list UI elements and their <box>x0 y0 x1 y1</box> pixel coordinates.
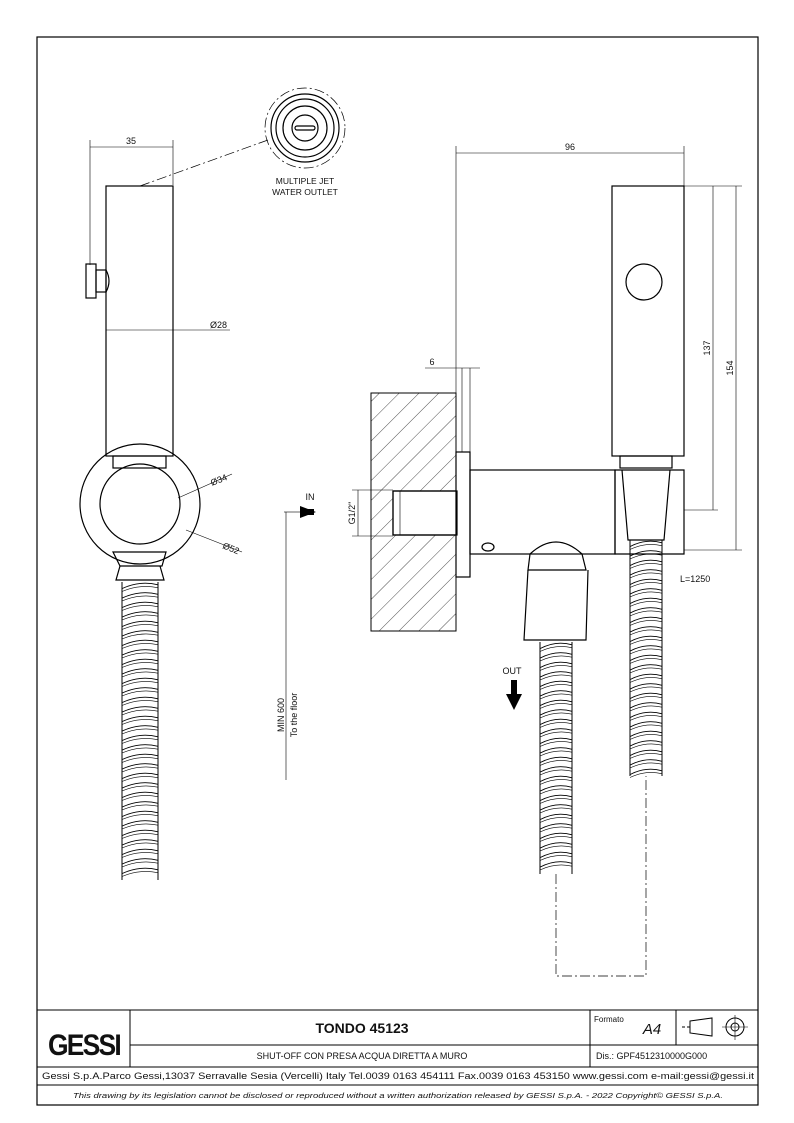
dim-52: Ø52 <box>221 541 241 557</box>
copyright-disclaimer: This drawing by its legislation cannot b… <box>73 1091 723 1100</box>
inlet-marker <box>284 506 316 780</box>
hose-handle <box>629 540 663 778</box>
title-block-text: GESSI TONDO 45123 SHUT-OFF CON PRESA ACQ… <box>42 1015 755 1100</box>
drawing-number: Dis.: GPF4512310000G000 <box>596 1051 707 1061</box>
gessi-logo: GESSI <box>48 1029 121 1062</box>
formato-label: Formato <box>594 1015 624 1024</box>
outlet-marker <box>506 680 522 710</box>
outlet-note-line2: WATER OUTLET <box>272 187 338 197</box>
outlet-label: OUT <box>503 666 523 676</box>
dim-154: 154 <box>725 360 735 375</box>
hose-length: L=1250 <box>680 574 710 584</box>
product-name: TONDO 45123 <box>315 1020 408 1036</box>
hose-out <box>539 642 573 874</box>
outlet-note-line1: MULTIPLE JET <box>276 176 334 186</box>
sheet-border <box>36 36 759 1106</box>
inlet-label: IN <box>306 492 315 502</box>
min-height-line1: MIN 600 <box>276 698 286 732</box>
dim-137: 137 <box>702 340 712 355</box>
min-height-line2: To the floor <box>289 693 299 738</box>
product-description: SHUT-OFF CON PRESA ACQUA DIRETTA A MURO <box>257 1051 468 1061</box>
formato-value: A4 <box>642 1021 661 1038</box>
dim-6: 6 <box>429 357 434 367</box>
thread-size: G1/2" <box>347 502 357 525</box>
dim-35: 35 <box>126 136 136 146</box>
side-view <box>352 146 742 977</box>
front-view <box>79 87 346 581</box>
company-address: Gessi S.p.A.Parco Gessi,13037 Serravalle… <box>42 1071 755 1081</box>
dim-34: Ø34 <box>209 472 229 488</box>
hose-left <box>121 582 159 880</box>
dim-96: 96 <box>565 142 575 152</box>
dim-28: Ø28 <box>210 320 227 330</box>
title-block <box>37 1009 758 1086</box>
drawing-labels: MULTIPLE JET WATER OUTLET 35 Ø28 Ø34 Ø52… <box>126 136 735 737</box>
